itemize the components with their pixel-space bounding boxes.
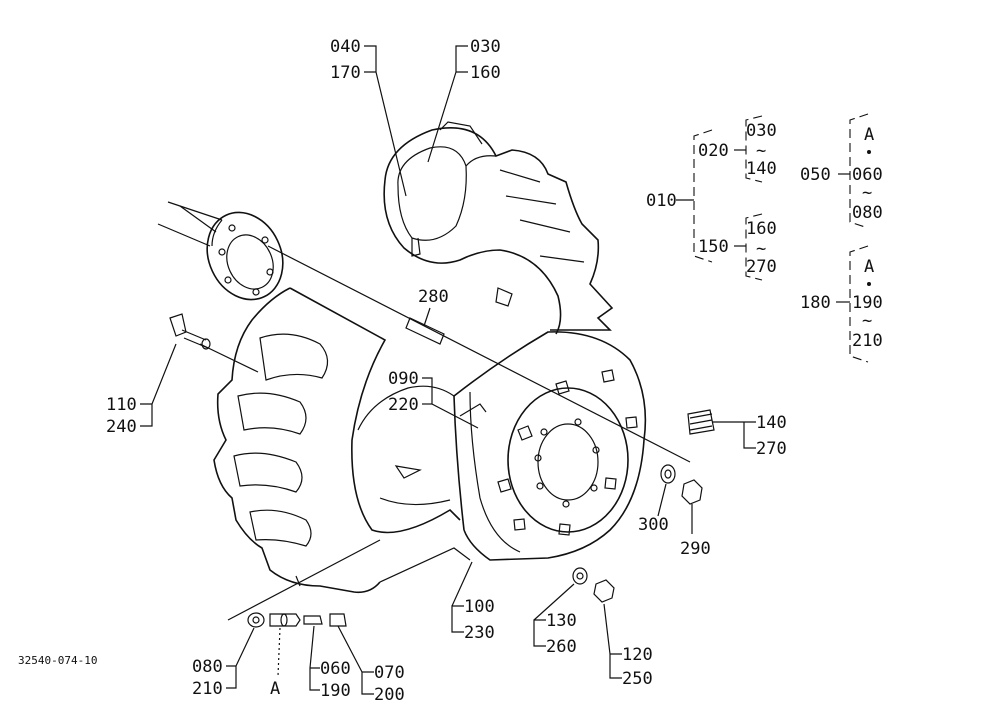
legend-050-tilde: ~ bbox=[862, 183, 872, 203]
label-090: 090 bbox=[388, 369, 419, 389]
figure-code: 32540-074-10 bbox=[18, 654, 97, 667]
label-130: 130 bbox=[546, 611, 577, 631]
tire-upper bbox=[383, 121, 614, 335]
axle-flange bbox=[206, 211, 284, 301]
label-170: 170 bbox=[330, 63, 361, 83]
legend-tilde-a: ~ bbox=[756, 141, 766, 161]
legend-270: 270 bbox=[746, 257, 777, 277]
legend-030: 030 bbox=[746, 121, 777, 141]
valve-parts bbox=[227, 539, 381, 628]
legend-140: 140 bbox=[746, 159, 777, 179]
label-100: 100 bbox=[464, 597, 495, 617]
legend-010-root: 010 bbox=[646, 191, 677, 211]
label-120: 120 bbox=[622, 645, 653, 665]
legend-050-dot bbox=[867, 150, 871, 154]
label-a-valve: A bbox=[270, 679, 280, 699]
label-030: 030 bbox=[470, 37, 501, 57]
label-040: 040 bbox=[330, 37, 361, 57]
label-280: 280 bbox=[418, 287, 449, 307]
legend-050: 050 A 060 ~ 080 bbox=[800, 125, 883, 223]
nut-120 bbox=[593, 579, 615, 603]
legend-180-dot bbox=[867, 282, 871, 286]
washer-130 bbox=[572, 567, 588, 585]
stud-280 bbox=[405, 317, 445, 345]
label-070: 070 bbox=[374, 663, 405, 683]
label-110: 110 bbox=[106, 395, 137, 415]
weight-block-140 bbox=[687, 409, 715, 435]
wheel-hub-disc bbox=[497, 369, 638, 536]
label-270: 270 bbox=[756, 439, 787, 459]
tire-left-face bbox=[213, 287, 471, 594]
legend-180-from: 190 bbox=[852, 293, 883, 313]
label-160: 160 bbox=[470, 63, 501, 83]
legend-180: 180 A 190 ~ 210 bbox=[800, 257, 883, 351]
legend-180-to: 210 bbox=[852, 331, 883, 351]
label-250: 250 bbox=[622, 669, 653, 689]
legend-160: 160 bbox=[746, 219, 777, 239]
label-230: 230 bbox=[464, 623, 495, 643]
legend-180-brackets bbox=[836, 245, 869, 363]
label-300: 300 bbox=[638, 515, 669, 535]
label-060: 060 bbox=[320, 659, 351, 679]
nut-290 bbox=[681, 479, 703, 505]
legend-180-tilde: ~ bbox=[862, 311, 872, 331]
label-240: 240 bbox=[106, 417, 137, 437]
legend-180-a: A bbox=[864, 257, 874, 277]
legend-050-to: 080 bbox=[852, 203, 883, 223]
label-190: 190 bbox=[320, 681, 351, 701]
label-080: 080 bbox=[192, 657, 223, 677]
legend-050-brackets bbox=[838, 113, 869, 229]
label-140: 140 bbox=[756, 413, 787, 433]
legend-tilde-b: ~ bbox=[756, 239, 766, 259]
legend-180-root: 180 bbox=[800, 293, 831, 313]
legend-010: 010 020 030 ~ 140 150 160 ~ 270 bbox=[646, 121, 777, 277]
legend-020: 020 bbox=[698, 141, 729, 161]
axle-shaft bbox=[157, 201, 223, 247]
legend-050-root: 050 bbox=[800, 165, 831, 185]
legend-150: 150 bbox=[698, 237, 729, 257]
legend-010-brackets bbox=[676, 115, 763, 281]
legend-050-from: 060 bbox=[852, 165, 883, 185]
label-260: 260 bbox=[546, 637, 577, 657]
washer-300 bbox=[660, 464, 676, 484]
leader-lines bbox=[140, 45, 756, 695]
assembly-center-line bbox=[267, 245, 691, 463]
legend-050-a: A bbox=[864, 125, 874, 145]
callout-labels: 040 170 030 160 280 090 220 110 240 140 … bbox=[18, 37, 787, 705]
wheel-rim bbox=[379, 287, 647, 561]
label-210: 210 bbox=[192, 679, 223, 699]
bolt-110 bbox=[169, 313, 259, 373]
label-200: 200 bbox=[374, 685, 405, 705]
label-220: 220 bbox=[388, 395, 419, 415]
label-290: 290 bbox=[680, 539, 711, 559]
